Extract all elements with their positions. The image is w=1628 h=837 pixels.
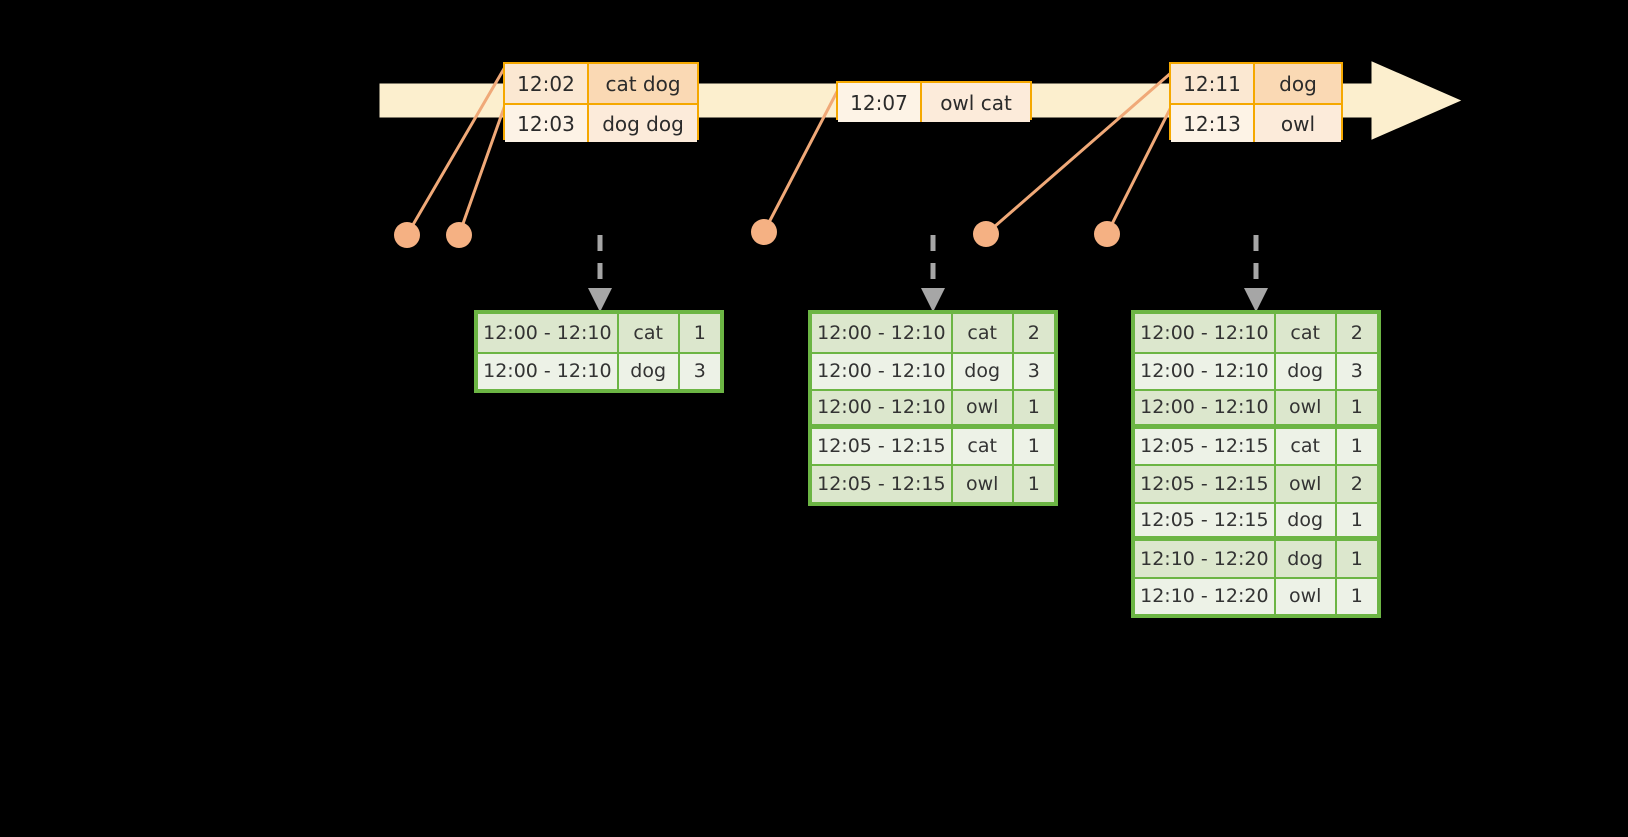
connector-line-2 [457,103,507,237]
cell-count: 3 [1013,353,1055,389]
event-row[interactable]: 12:03 dog dog [505,103,697,142]
event-dot-2 [446,222,472,248]
cell-window: 12:00 - 12:10 [1135,314,1276,352]
event-words: owl cat [922,83,1030,122]
event-words: owl [1255,105,1341,142]
cell-count: 3 [1336,353,1378,389]
cell-window: 12:05 - 12:15 [1135,466,1276,502]
event-dot-5 [1094,221,1120,247]
cell-window: 12:00 - 12:10 [812,314,953,352]
event-row[interactable]: 12:13 owl [1171,103,1341,142]
event-time: 12:07 [838,83,922,122]
cell-window: 12:10 - 12:20 [1135,578,1276,614]
event-time: 12:02 [505,64,589,103]
connector-line-1 [405,65,507,237]
event-dot-1 [394,222,420,248]
event-group-1[interactable]: 12:02 cat dog 12:03 dog dog [503,62,699,142]
event-row[interactable]: 12:11 dog [1171,64,1341,103]
event-dot-3 [751,219,777,245]
cell-count: 2 [1336,314,1378,352]
cell-count: 1 [1336,428,1378,464]
event-group-2[interactable]: 12:07 owl cat [836,81,1032,122]
cell-word: owl [952,391,1014,424]
emit-arrow-2 [921,235,945,312]
cell-word: dog [618,353,680,389]
cell-count: 1 [1336,391,1378,424]
cell-word: cat [952,314,1014,352]
cell-window: 12:05 - 12:15 [1135,503,1276,536]
emit-arrow-1 [588,235,612,312]
cell-window: 12:00 - 12:10 [812,391,953,424]
cell-window: 12:05 - 12:15 [812,466,953,502]
event-row[interactable]: 12:07 owl cat [838,83,1030,122]
cell-word: owl [952,466,1014,502]
cell-count: 3 [679,353,721,389]
cell-window: 12:00 - 12:10 [478,314,619,352]
cell-word: dog [1275,541,1337,577]
cell-word: owl [1275,391,1337,424]
cell-word: owl [1275,466,1337,502]
event-dots [394,219,1120,248]
cell-word: owl [1275,578,1337,614]
cell-count: 1 [1336,503,1378,536]
cell-word: dog [952,353,1014,389]
cell-word: dog [1275,353,1337,389]
event-time: 12:13 [1171,105,1255,142]
cell-window: 12:00 - 12:10 [1135,353,1276,389]
cell-count: 1 [1013,391,1055,424]
event-words: dog [1255,64,1341,103]
cell-window: 12:10 - 12:20 [1135,541,1276,577]
connector-line-5 [1105,103,1174,236]
emit-arrows [588,235,1268,312]
cell-window: 12:05 - 12:15 [812,428,953,464]
connector-line-3 [762,84,842,234]
cell-word: dog [1275,503,1337,536]
cell-window: 12:00 - 12:10 [478,353,619,389]
cell-window: 12:00 - 12:10 [812,353,953,389]
event-words: cat dog [589,64,697,103]
cell-count: 1 [1013,466,1055,502]
cell-count: 2 [1013,314,1055,352]
cell-count: 1 [1013,428,1055,464]
cell-count: 2 [1336,466,1378,502]
cell-count: 1 [1336,541,1378,577]
event-dot-4 [973,221,999,247]
cell-count: 1 [1336,578,1378,614]
cell-word: cat [1275,428,1337,464]
cell-word: cat [952,428,1014,464]
cell-window: 12:05 - 12:15 [1135,428,1276,464]
event-time: 12:11 [1171,64,1255,103]
cell-window: 12:00 - 12:10 [1135,391,1276,424]
cell-word: cat [618,314,680,352]
event-row[interactable]: 12:02 cat dog [505,64,697,103]
event-group-3[interactable]: 12:11 dog 12:13 owl [1169,62,1343,142]
event-time: 12:03 [505,105,589,142]
cell-word: cat [1275,314,1337,352]
cell-count: 1 [679,314,721,352]
event-words: dog dog [589,105,697,142]
emit-arrow-3 [1244,235,1268,312]
